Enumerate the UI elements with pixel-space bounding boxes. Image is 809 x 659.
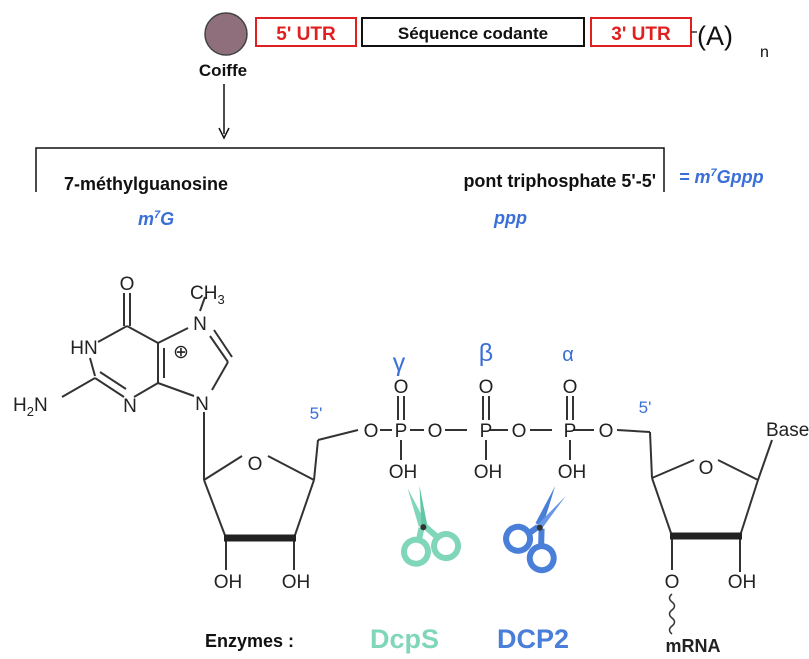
enzymes-label: Enzymes : — [205, 631, 294, 651]
m7gppp-sup: 7 — [711, 167, 718, 179]
cap-right-title: pont triphosphate 5'-5' — [463, 171, 656, 191]
m7gppp-end: Gppp — [717, 167, 764, 187]
atom-NH2-n: N — [34, 395, 48, 416]
atom-O-eq-3: O — [563, 377, 578, 398]
five-prime-right-label: 5' — [639, 398, 652, 417]
atom-P-beta: P — [480, 421, 493, 442]
atom-ring-O-left: O — [248, 454, 263, 475]
dcps-scissors-icon — [400, 485, 462, 567]
m7g-abbrev-m: m — [138, 209, 154, 229]
polya-label: (A) — [697, 21, 733, 51]
atom-ring-O-right: O — [699, 458, 714, 479]
utr3-box — [590, 17, 692, 47]
gamma-label: γ — [393, 349, 406, 377]
base-label: Base — [766, 420, 809, 441]
mrna-label: mRNA — [665, 636, 720, 656]
atom-HN: HN — [70, 338, 97, 359]
m7g-abbrev-g: G — [160, 209, 174, 229]
atom-N3: N — [123, 396, 137, 417]
atom-N9: N — [195, 394, 209, 415]
arrow-head-icon — [218, 127, 230, 140]
cap-label: Coiffe — [199, 61, 247, 80]
atom-NH2-sub: 2 — [27, 404, 34, 419]
cap-bracket — [35, 147, 665, 192]
triphosphate-bridge: O P O P O P O O O O OH OH OH γ β α 5' 5' — [310, 339, 652, 483]
atom-O-carbonyl: O — [120, 274, 135, 295]
atom-OH-p2: OH — [474, 462, 503, 483]
atom-CH3: CH3 — [190, 283, 225, 307]
left-ribose: O OH OH — [203, 429, 359, 593]
atom-OH-p3: OH — [558, 462, 587, 483]
atom-OH-right: OH — [728, 572, 757, 593]
atom-OH-2prime: OH — [214, 572, 243, 593]
atom-O-link-3: O — [512, 421, 527, 442]
beta-label: β — [479, 339, 493, 367]
coding-label: Séquence codante — [398, 24, 548, 43]
atom-O-link-2: O — [428, 421, 443, 442]
cap-circle — [204, 12, 248, 56]
coding-box — [361, 17, 585, 47]
utr5-box — [255, 17, 357, 47]
atom-O-eq-1: O — [394, 377, 409, 398]
atom-P-gamma: P — [395, 421, 408, 442]
positive-charge-icon: ⊕ — [173, 342, 189, 363]
wavy-bond — [668, 593, 676, 635]
atom-P-alpha: P — [564, 421, 577, 442]
dcp2-label: DCP2 — [497, 624, 569, 654]
polya-subscript: n — [760, 44, 769, 61]
atom-N7: N — [193, 314, 207, 335]
right-ribose: O Base O OH mRNA — [649, 420, 809, 656]
m7g-structure: O CH3 N ⊕ HN N N H2N — [13, 274, 233, 480]
atom-O-link-4: O — [599, 421, 614, 442]
dcp2-scissors-icon — [503, 486, 566, 574]
dcps-label: DcpS — [370, 624, 439, 654]
alpha-label: α — [562, 344, 574, 366]
ppp-abbrev: ppp — [493, 208, 527, 228]
atom-CH3-ch: CH — [190, 283, 217, 304]
atom-OH-p1: OH — [389, 462, 418, 483]
atom-OH-3prime: OH — [282, 572, 311, 593]
utr3-label: 3' UTR — [611, 24, 671, 45]
cap-left-title: 7-méthylguanosine — [64, 174, 228, 194]
m7g-abbrev: m7G — [138, 209, 174, 229]
m7g-abbrev-sup: 7 — [154, 209, 161, 221]
atom-CH3-sub: 3 — [217, 292, 224, 307]
utr5-label: 5' UTR — [276, 24, 336, 45]
atom-NH2: H2N — [13, 395, 48, 419]
m7gppp-prefix: = m — [679, 167, 711, 187]
m7gppp-label: = m7Gppp — [679, 167, 764, 187]
atom-O-3prime: O — [665, 572, 680, 593]
atom-O-eq-2: O — [479, 377, 494, 398]
atom-O-link-1: O — [364, 421, 379, 442]
atom-NH2-h: H — [13, 395, 27, 416]
five-prime-left-label: 5' — [310, 404, 323, 423]
